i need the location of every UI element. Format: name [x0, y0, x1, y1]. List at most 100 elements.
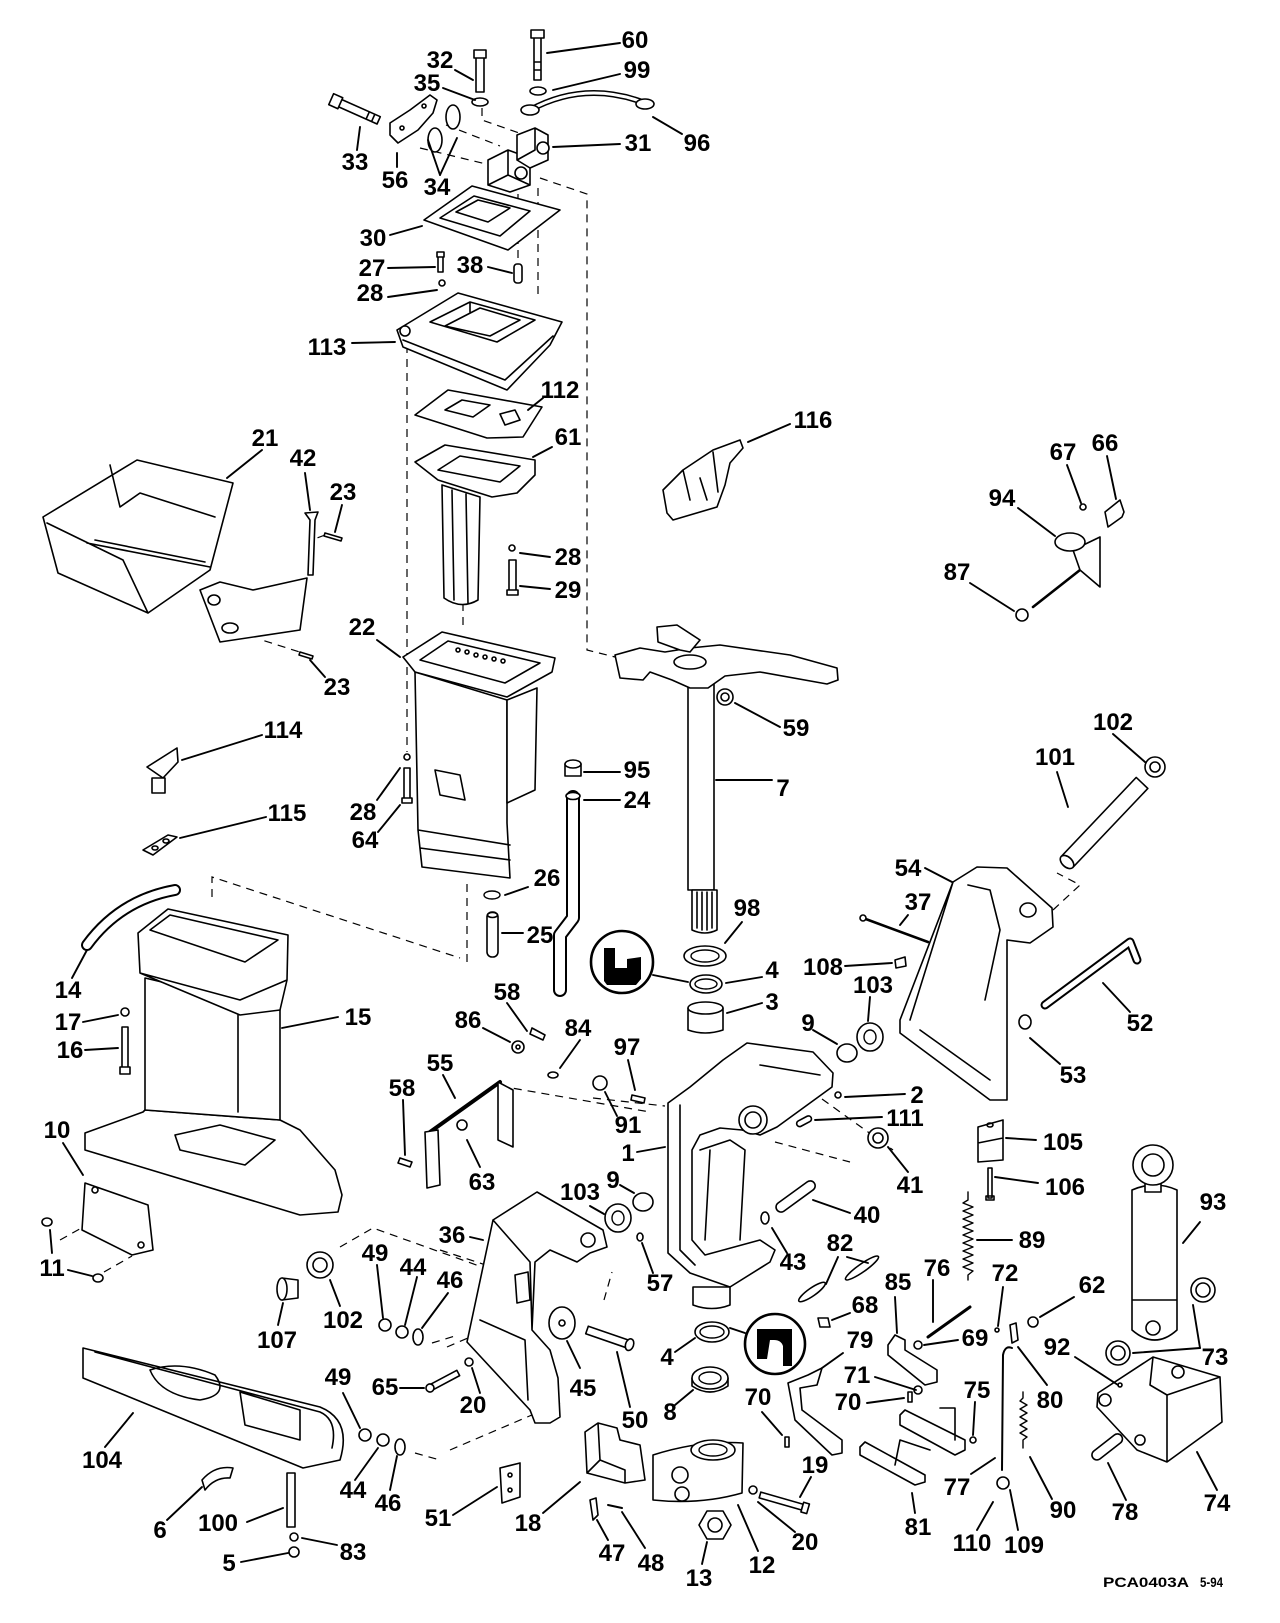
leader-106 — [994, 1176, 1039, 1184]
callout-93: 93 — [1200, 1189, 1227, 1216]
part-67-screw — [1079, 503, 1087, 511]
part-22-exhaust-tube-body — [414, 671, 511, 879]
sealant-glyph-icon — [757, 1329, 792, 1366]
part-101-tilt-tube — [1059, 776, 1149, 870]
callout-23: 23 — [324, 674, 351, 701]
part-1-swivel-bracket — [667, 1042, 834, 1288]
leader-lube-symbol-b — [729, 1327, 746, 1334]
part-22-exhaust-tube-side — [506, 687, 538, 804]
callout-47: 47 — [599, 1540, 626, 1567]
dashed-line — [431, 1335, 456, 1344]
callout-38: 38 — [457, 252, 484, 279]
part-cowl-side-panel — [199, 577, 308, 643]
leader-32 — [454, 69, 474, 81]
part-20-washer — [748, 1485, 758, 1495]
leader-3 — [726, 1002, 763, 1014]
callout-17: 17 — [55, 1009, 82, 1036]
callout-16: 16 — [57, 1037, 84, 1064]
callout-36: 36 — [439, 1222, 466, 1249]
leader-19 — [799, 1476, 812, 1498]
part-83-washer — [289, 1532, 299, 1542]
dashed-line — [603, 1271, 613, 1301]
leader-20 — [757, 1501, 796, 1533]
callout-102: 102 — [323, 1307, 363, 1334]
leader-86 — [482, 1027, 511, 1043]
callout-8: 8 — [663, 1399, 676, 1426]
leader-66 — [1106, 455, 1117, 500]
leader-101 — [1056, 771, 1069, 808]
leader-73 — [1192, 1304, 1201, 1349]
leader-35 — [442, 87, 476, 101]
callout-81: 81 — [905, 1514, 932, 1541]
part-7-splined-end — [691, 889, 718, 934]
leader-99 — [552, 73, 621, 91]
part-59-nut — [716, 688, 734, 706]
callout-26: 26 — [534, 865, 561, 892]
part-55-bracket — [424, 1080, 514, 1189]
part-114-bracket — [146, 747, 179, 794]
part-113-ear — [399, 325, 411, 337]
callout-30: 30 — [360, 225, 387, 252]
part-85-lever — [887, 1334, 938, 1386]
part-75-lever — [899, 1407, 966, 1456]
leader-115 — [179, 816, 267, 839]
part-111-pin — [795, 1115, 813, 1128]
leader-77 — [970, 1457, 996, 1475]
leader-103 — [867, 996, 871, 1022]
part-11-screw — [41, 1217, 53, 1227]
leader-lines — [49, 42, 1218, 1565]
dashed-line — [499, 1085, 651, 1113]
part-73-bushing — [1105, 1277, 1216, 1366]
callout-58: 58 — [389, 1075, 416, 1102]
leader-49 — [342, 1392, 361, 1429]
part-22-hole-row — [455, 647, 506, 664]
callout-23: 23 — [330, 479, 357, 506]
callout-49: 49 — [325, 1364, 352, 1391]
part-66-knob — [1104, 499, 1125, 528]
part-49-bushing — [358, 1428, 372, 1442]
leader-27 — [387, 266, 436, 269]
part-104-housing — [82, 1347, 344, 1469]
part-94-lever — [1031, 532, 1101, 609]
callout-68: 68 — [852, 1292, 879, 1319]
callout-78: 78 — [1112, 1499, 1139, 1526]
leader-58 — [506, 1002, 528, 1032]
part-96-ground-strap — [520, 90, 655, 116]
part-70-pin — [784, 1436, 790, 1448]
leader-44 — [404, 1276, 418, 1326]
part-28-washer — [508, 544, 516, 552]
callout-106: 106 — [1045, 1174, 1085, 1201]
callout-110: 110 — [953, 1530, 992, 1557]
callout-42: 42 — [290, 445, 317, 472]
leader-74 — [1196, 1451, 1218, 1491]
part-56-plate — [389, 94, 438, 144]
leader-26 — [504, 886, 529, 896]
leader-4 — [674, 1337, 696, 1353]
part-16-bolt — [119, 1026, 131, 1075]
dashed-line — [414, 1452, 441, 1461]
leader-85 — [894, 1296, 898, 1334]
dashed-line — [59, 1225, 86, 1241]
leader-20 — [471, 1367, 481, 1394]
callout-15: 15 — [345, 1004, 372, 1031]
part-52-rod — [1040, 937, 1142, 1010]
leader-73 — [1132, 1347, 1201, 1354]
callout-103: 103 — [853, 972, 893, 999]
part-51-plate — [499, 1462, 521, 1504]
callout-77: 77 — [944, 1474, 971, 1501]
leader-42 — [304, 472, 311, 511]
lubricant-symbol-sealant-icon — [743, 1312, 807, 1376]
callout-45: 45 — [570, 1375, 597, 1402]
leader-15 — [281, 1016, 339, 1029]
leader-71 — [874, 1376, 917, 1391]
callout-9: 9 — [801, 1010, 814, 1037]
callout-20: 20 — [792, 1529, 819, 1556]
leader-53 — [1029, 1037, 1061, 1065]
leader-21 — [226, 449, 263, 479]
assembly-dashed-lines — [59, 108, 1082, 1461]
lubricant-symbol-a — [589, 929, 655, 995]
callout-28: 28 — [555, 544, 582, 571]
leader-30 — [389, 225, 423, 236]
part-30-gasket — [423, 185, 561, 251]
leader-14 — [71, 949, 88, 979]
